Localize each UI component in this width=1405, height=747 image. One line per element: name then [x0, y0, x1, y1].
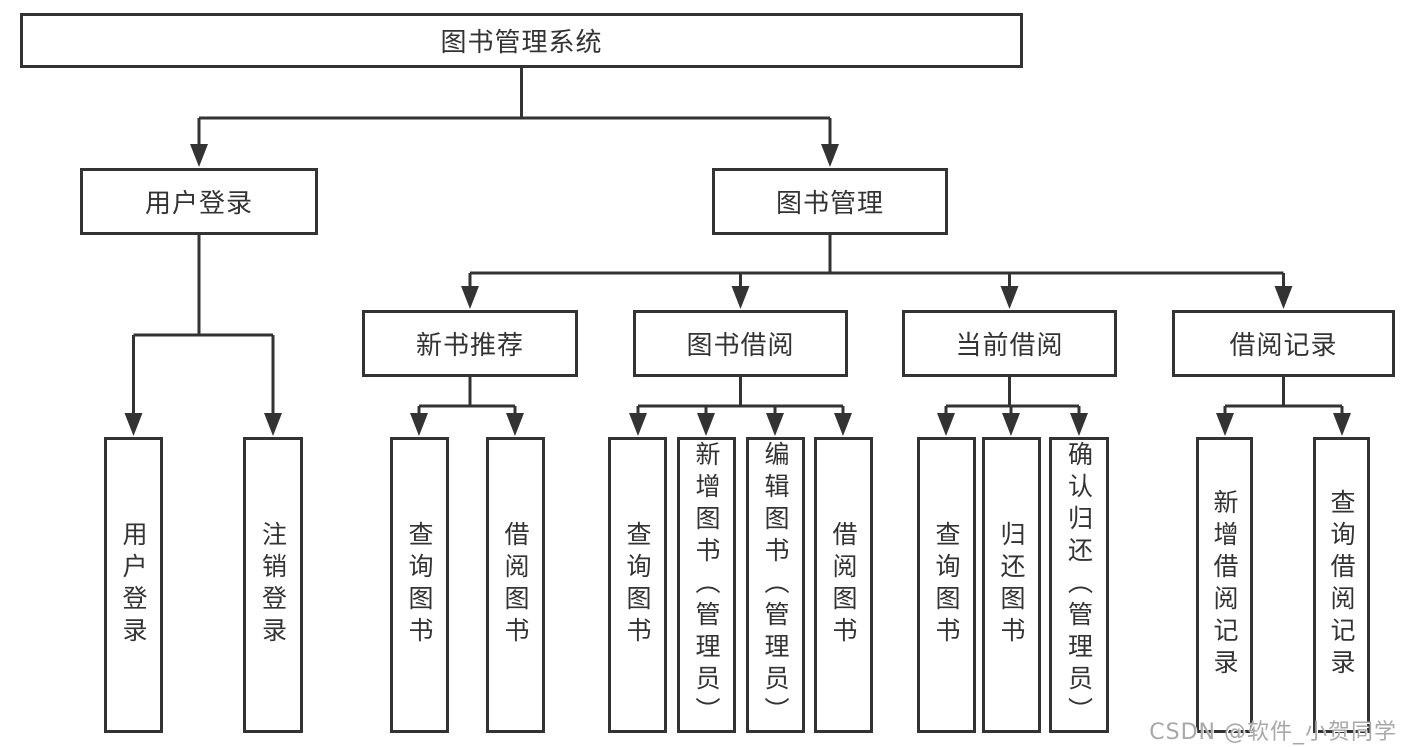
leaf-query-books-current: 查询图书: [917, 437, 976, 733]
leaf-query-borrow-record: 查询借阅记录: [1313, 437, 1370, 733]
leaf-edit-book-admin: 编辑图书（管理员）: [746, 437, 805, 733]
leaf-add-borrow-record: 新增借阅记录: [1196, 437, 1253, 733]
leaf-query-books-recommend: 查询图书: [390, 437, 449, 733]
node-new-book-recommend: 新书推荐: [362, 310, 578, 377]
leaf-return-book: 归还图书: [982, 437, 1041, 733]
leaf-borrow-books-recommend: 借阅图书: [486, 437, 545, 733]
leaf-logout: 注销登录: [243, 437, 303, 733]
leaf-add-book-admin: 新增图书（管理员）: [677, 437, 736, 733]
leaf-user-login: 用户登录: [104, 437, 163, 733]
node-user-login: 用户登录: [80, 168, 318, 235]
watermark: CSDN @软件_小贺同学: [1149, 720, 1397, 745]
leaf-confirm-return-admin: 确认归还（管理员）: [1049, 437, 1109, 733]
leaf-borrow-books-borrowing: 借阅图书: [814, 437, 873, 733]
node-current-borrowing: 当前借阅: [902, 310, 1117, 377]
leaf-query-books-borrowing: 查询图书: [608, 437, 667, 733]
node-borrowing-records: 借阅记录: [1172, 310, 1395, 377]
node-library-system: 图书管理系统: [20, 13, 1023, 68]
node-book-borrowing: 图书借阅: [633, 310, 848, 377]
node-book-management: 图书管理: [712, 168, 948, 235]
